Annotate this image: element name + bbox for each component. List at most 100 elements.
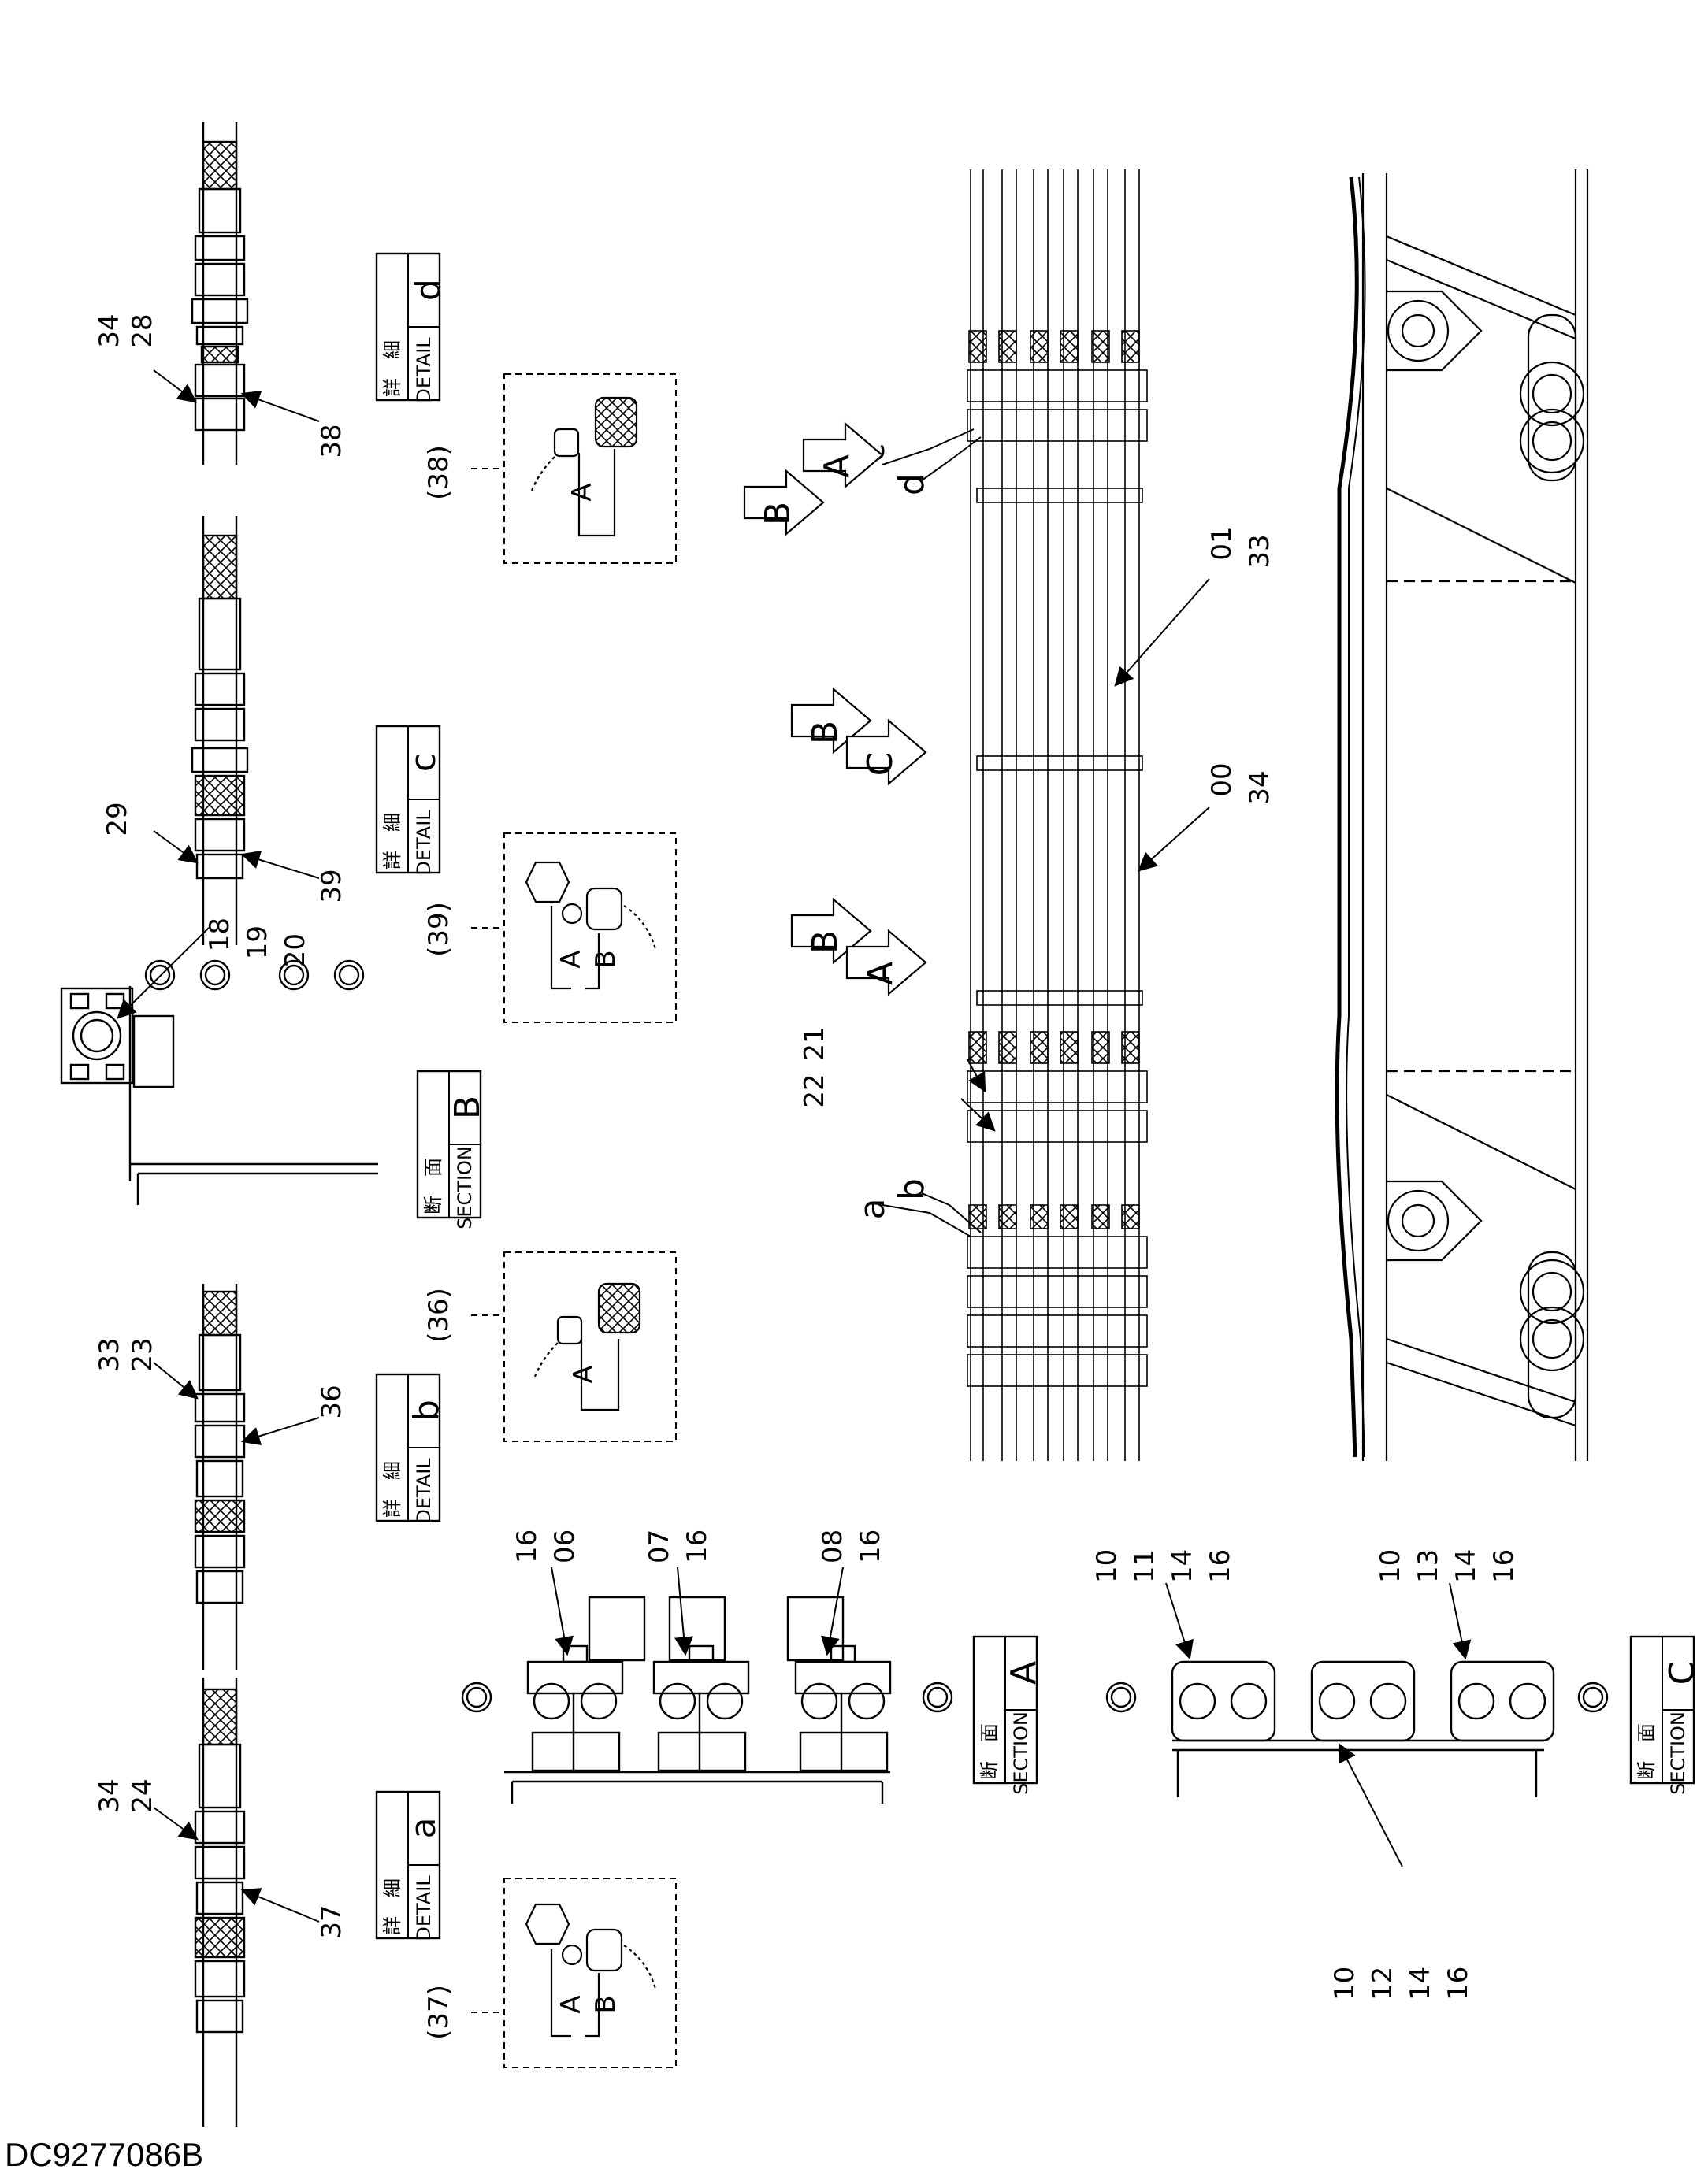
- part-38-drawing: [529, 396, 638, 537]
- section-a-title-box: 断 面 SECTION A: [972, 1635, 1044, 1795]
- part-38-label-a: A: [566, 483, 598, 501]
- svg-text:DETAIL: DETAIL: [413, 337, 435, 403]
- detail-a-title-box: 詳 細 DETAIL a: [375, 1790, 444, 1941]
- svg-text:13: 13: [1413, 1549, 1444, 1583]
- svg-text:34: 34: [1244, 770, 1275, 804]
- section-b-drawing: [60, 959, 378, 1205]
- svg-text:16: 16: [1443, 1967, 1474, 2000]
- part-ref-36: (36): [423, 1288, 455, 1343]
- svg-text:詳 細: 詳 細: [381, 1461, 403, 1518]
- svg-text:16: 16: [511, 1530, 543, 1563]
- svg-text:A: A: [860, 962, 900, 985]
- part-39-label-a: A: [555, 950, 587, 968]
- section-c-callout-1: 10 11 14 16: [1091, 1549, 1236, 1583]
- document-id: DC9277086B: [5, 2136, 204, 2173]
- svg-text:a: a: [403, 1818, 444, 1839]
- part-37-label-a: A: [555, 1995, 587, 2013]
- svg-text:23: 23: [127, 1337, 158, 1371]
- svg-text:14: 14: [1450, 1549, 1482, 1583]
- section-c-leaders: [1165, 1582, 1472, 1867]
- svg-text:16: 16: [1205, 1549, 1236, 1583]
- section-b-title-box: 断 面 SECTION B: [416, 1070, 488, 1229]
- main-view-leaders: [882, 428, 1210, 1237]
- svg-text:SECTION: SECTION: [1010, 1711, 1032, 1795]
- svg-text:詳 細: 詳 細: [381, 340, 403, 397]
- detail-b-title-box: 詳 細 DETAIL b: [375, 1373, 447, 1524]
- detail-b-top-callout: 33 23: [94, 1337, 158, 1371]
- svg-text:SECTION: SECTION: [1667, 1711, 1689, 1795]
- svg-text:16: 16: [1488, 1549, 1520, 1583]
- main-hose-bundle: [967, 169, 1148, 1461]
- svg-text:a: a: [852, 1199, 893, 1220]
- section-a-callout-3: 08 16: [817, 1530, 886, 1563]
- svg-text:B: B: [805, 930, 845, 954]
- detail-c-side-callout: 39: [316, 869, 347, 903]
- svg-text:DETAIL: DETAIL: [413, 1875, 435, 1941]
- svg-text:33: 33: [94, 1337, 125, 1371]
- part-36-drawing: [533, 1282, 641, 1411]
- svg-text:DETAIL: DETAIL: [413, 810, 435, 876]
- svg-text:06: 06: [549, 1530, 581, 1563]
- svg-text:16: 16: [681, 1530, 713, 1563]
- svg-text:DETAIL: DETAIL: [413, 1458, 435, 1524]
- svg-text:断 面: 断 面: [422, 1158, 444, 1214]
- part-37-label-b: B: [590, 1995, 622, 2013]
- part-boxes: [471, 373, 677, 2068]
- svg-text:11: 11: [1129, 1549, 1160, 1583]
- svg-text:18: 18: [204, 918, 236, 951]
- section-c-callout-3: 10 12 14 16: [1329, 1967, 1474, 2000]
- svg-text:詳 細: 詳 細: [381, 1878, 403, 1935]
- detail-c-top-callout: 29: [102, 802, 133, 836]
- svg-text:33: 33: [1244, 534, 1275, 568]
- svg-text:08: 08: [817, 1530, 848, 1563]
- svg-text:SECTION: SECTION: [454, 1146, 476, 1229]
- svg-text:14: 14: [1405, 1967, 1436, 2000]
- detail-a-hose: [194, 1678, 246, 2127]
- main-view-markers: c d a b: [852, 443, 932, 1220]
- svg-text:A: A: [1004, 1661, 1044, 1685]
- part-ref-39: (39): [423, 902, 455, 957]
- svg-text:34: 34: [94, 313, 125, 347]
- detail-d-hose: [191, 122, 249, 465]
- section-a-callout-1: 16 06: [511, 1530, 581, 1563]
- section-c-callout-2: 10 13 14 16: [1375, 1549, 1520, 1583]
- detail-c-title-box: 詳 細 DETAIL c: [375, 725, 444, 876]
- section-c-title-box: 断 面 SECTION C: [1629, 1635, 1702, 1795]
- detail-d-title-box: 詳 細 DETAIL d: [375, 252, 448, 403]
- section-arrow-labels: B A B C B A: [758, 454, 900, 985]
- part-39-drawing: [525, 861, 657, 990]
- svg-text:20: 20: [280, 933, 311, 967]
- svg-text:07: 07: [644, 1530, 675, 1563]
- main-callout-22: 22: [799, 1073, 830, 1107]
- svg-text:B: B: [758, 502, 798, 525]
- part-ref-37: (37): [423, 1985, 455, 2040]
- boom-structure: [1335, 169, 1589, 1461]
- svg-text:断 面: 断 面: [1636, 1723, 1658, 1780]
- main-callout-21: 21: [799, 1026, 830, 1060]
- svg-text:c: c: [403, 753, 444, 772]
- detail-leaders: [153, 369, 320, 1923]
- svg-text:24: 24: [127, 1778, 158, 1812]
- detail-c-hose: [191, 516, 249, 945]
- svg-text:28: 28: [127, 313, 158, 347]
- svg-text:詳 細: 詳 細: [381, 813, 403, 870]
- svg-text:C: C: [860, 752, 900, 777]
- svg-text:10: 10: [1329, 1967, 1361, 2000]
- part-36-label-a: A: [568, 1365, 600, 1383]
- detail-b-side-callout: 36: [316, 1385, 347, 1418]
- part-39-label-b: B: [590, 950, 622, 968]
- svg-text:A: A: [817, 454, 857, 478]
- detail-a-side-callout: 37: [316, 1904, 347, 1938]
- svg-text:16: 16: [855, 1530, 886, 1563]
- section-a-leaders: [551, 1567, 844, 1656]
- svg-text:C: C: [1662, 1661, 1702, 1685]
- svg-text:断 面: 断 面: [978, 1723, 1001, 1780]
- detail-d-side-callout: 38: [316, 424, 347, 458]
- svg-text:00: 00: [1206, 762, 1238, 796]
- detail-b-hose: [194, 1284, 246, 1670]
- svg-text:01: 01: [1206, 526, 1238, 560]
- svg-text:10: 10: [1375, 1549, 1406, 1583]
- main-callout-00-34: 00 34: [1206, 762, 1275, 804]
- svg-text:34: 34: [94, 1778, 125, 1812]
